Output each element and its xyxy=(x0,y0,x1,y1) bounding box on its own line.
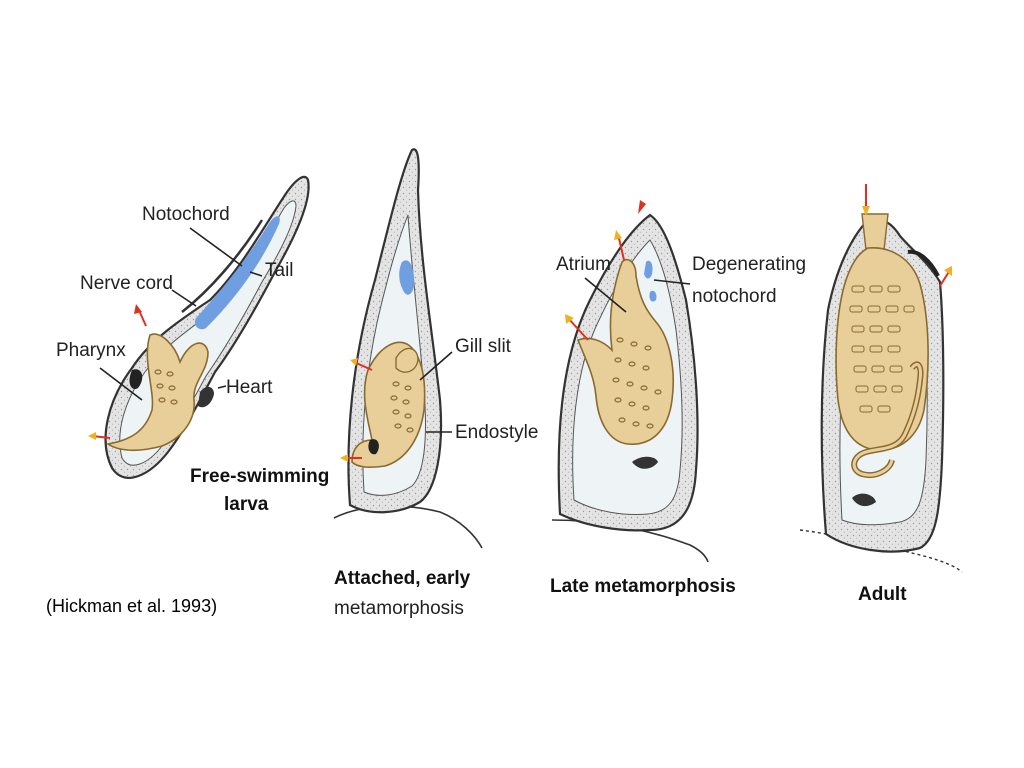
caption-early-line1: Attached, early xyxy=(334,568,471,589)
early-dark-organ xyxy=(368,439,379,455)
caption-larva-line2: larva xyxy=(224,494,269,515)
label-notochord: Notochord xyxy=(142,204,230,225)
late-flow-arrows xyxy=(565,200,646,341)
larva-figure: Notochord Tail Nerve cord Pharynx Heart … xyxy=(56,175,329,515)
early-gill-dots xyxy=(390,381,414,433)
label-heart: Heart xyxy=(226,377,273,398)
late-gill-dots xyxy=(612,337,662,429)
late-notochord xyxy=(644,260,657,302)
early-pharynx-loop xyxy=(395,347,419,373)
adult-flow-arrows xyxy=(862,184,952,287)
label-degenerating-line2: notochord xyxy=(692,286,777,307)
larva-flow-arrows xyxy=(88,304,147,440)
label-degenerating-line1: Degenerating xyxy=(692,254,806,275)
early-figure: Gill slit Endostyle Attached, early meta… xyxy=(333,148,538,619)
larva-nerve-cord xyxy=(181,219,264,313)
larva-pharynx xyxy=(105,333,209,452)
larva-dark-organ xyxy=(129,369,143,390)
caption-adult: Adult xyxy=(858,584,907,605)
citation: (Hickman et al. 1993) xyxy=(46,596,217,616)
late-dark-organ xyxy=(632,456,658,469)
label-endostyle: Endostyle xyxy=(455,422,538,443)
early-substrate xyxy=(333,505,483,549)
early-notochord xyxy=(399,260,414,295)
caption-late: Late metamorphosis xyxy=(550,576,736,597)
adult-gill-stigmata xyxy=(849,285,915,413)
adult-siphon xyxy=(861,213,889,251)
label-nerve-cord: Nerve cord xyxy=(80,273,173,294)
caption-larva-line1: Free-swimming xyxy=(190,466,329,487)
larva-gill-dots xyxy=(154,369,178,405)
adult-atrial-siphon xyxy=(907,249,940,277)
larva-heart xyxy=(198,386,214,408)
label-atrium: Atrium xyxy=(556,254,611,275)
adult-figure: Adult xyxy=(799,184,963,605)
adult-dark-organ xyxy=(852,493,876,507)
label-tail: Tail xyxy=(265,260,294,281)
late-figure: Atrium Degenerating notochord Late metam… xyxy=(550,200,806,597)
caption-early-line2: metamorphosis xyxy=(334,598,464,619)
label-pharynx: Pharynx xyxy=(56,340,126,361)
larva-notochord xyxy=(194,216,280,330)
label-gill-slit: Gill slit xyxy=(455,336,512,357)
early-flow-arrows xyxy=(340,358,373,462)
late-pharynx xyxy=(576,258,675,445)
adult-intestine-fill xyxy=(852,363,922,477)
